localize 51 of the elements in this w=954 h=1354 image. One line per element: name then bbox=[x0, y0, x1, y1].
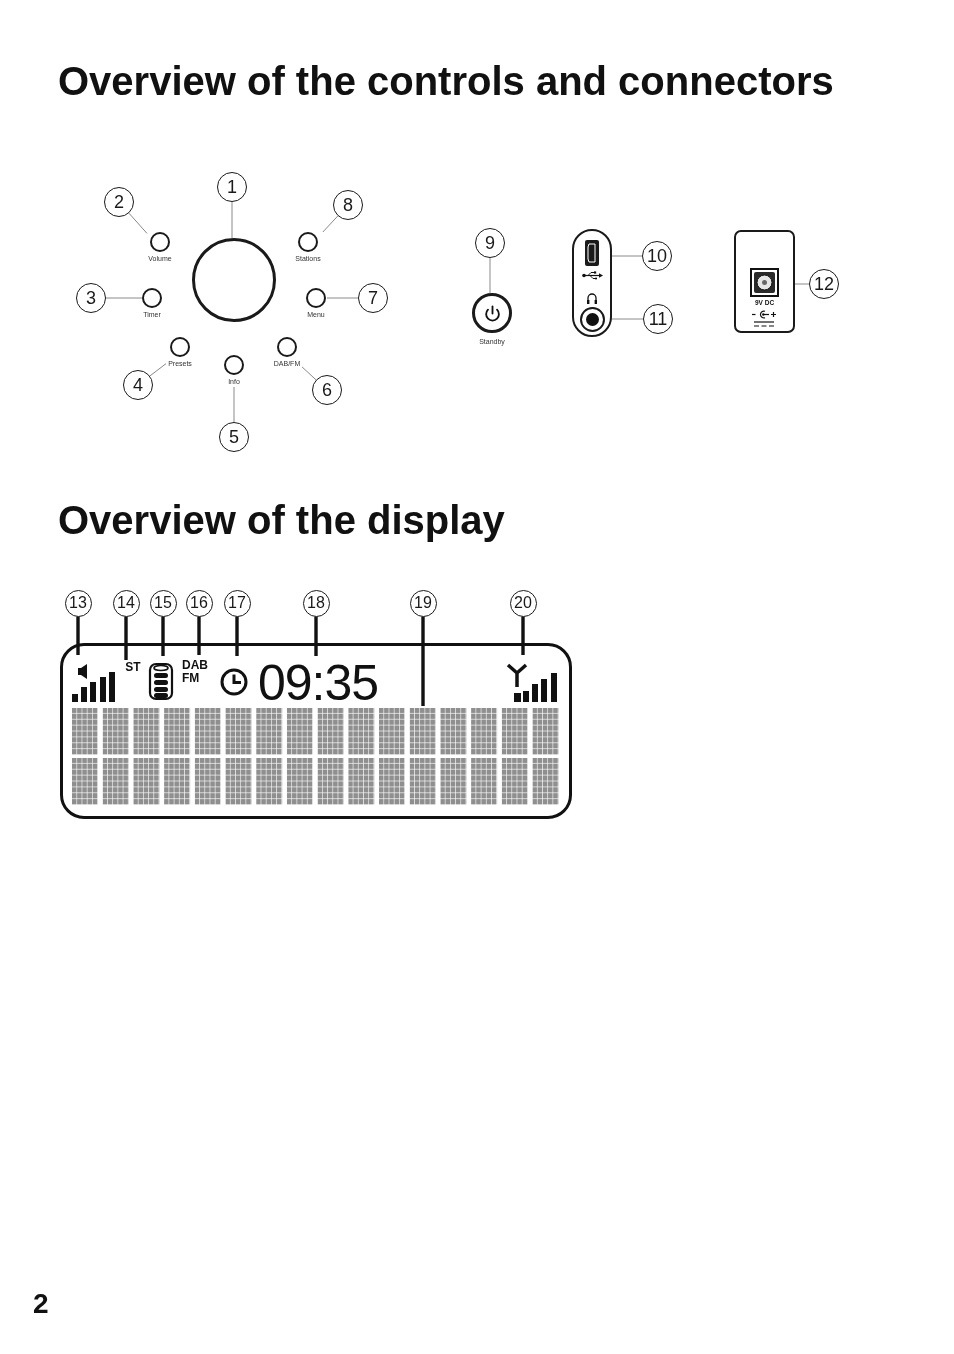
leader-line bbox=[149, 363, 167, 377]
page-title: Overview of the controls and connectors bbox=[58, 61, 834, 101]
callout-number: 3 bbox=[76, 283, 106, 313]
leader-line bbox=[76, 616, 80, 655]
callout-number: 16 bbox=[185, 589, 213, 617]
leader-line bbox=[489, 257, 491, 294]
leader-line bbox=[421, 616, 425, 706]
leader-line bbox=[124, 616, 128, 660]
leader-line bbox=[105, 297, 143, 299]
callout-number: 13 bbox=[64, 589, 92, 617]
leader-line bbox=[197, 616, 201, 655]
leader-line bbox=[235, 616, 239, 656]
callout-number: 10 bbox=[642, 241, 672, 271]
callout-number: 8 bbox=[333, 190, 363, 220]
page-number: 2 bbox=[33, 1290, 49, 1318]
connector-panel bbox=[572, 229, 612, 337]
lcd-display-frame bbox=[60, 643, 572, 819]
leader-line bbox=[231, 201, 233, 239]
callout-number: 20 bbox=[509, 589, 537, 617]
callout-number: 2 bbox=[104, 187, 134, 217]
callout-number: 19 bbox=[409, 589, 437, 617]
callout-number: 14 bbox=[112, 589, 140, 617]
leader-line bbox=[301, 366, 317, 381]
dc-power-jack bbox=[750, 268, 779, 297]
callout-number: 11 bbox=[643, 304, 673, 334]
dot-matrix-drawing bbox=[70, 706, 562, 807]
leader-line bbox=[326, 297, 359, 299]
leader-line bbox=[161, 616, 165, 656]
callout-number: 1 bbox=[217, 172, 247, 202]
callout-number: 7 bbox=[358, 283, 388, 313]
leader-line bbox=[521, 616, 525, 655]
leader-line bbox=[128, 212, 148, 234]
callout-number: 6 bbox=[312, 375, 342, 405]
leader-line bbox=[314, 616, 318, 656]
band-indicator: FM bbox=[182, 672, 200, 685]
leader-line bbox=[233, 386, 235, 423]
power-panel bbox=[734, 230, 795, 333]
leader-line bbox=[322, 215, 339, 233]
usb-port bbox=[585, 240, 599, 266]
callout-number: 4 bbox=[123, 370, 153, 400]
callout-number: 5 bbox=[219, 422, 249, 452]
callout-number: 17 bbox=[223, 589, 251, 617]
band-indicator: DAB bbox=[182, 659, 208, 672]
callout-number: 12 bbox=[809, 269, 839, 299]
section-heading: Overview of the display bbox=[58, 500, 505, 540]
callout-number: 18 bbox=[302, 589, 330, 617]
clock-digits: 09:35 bbox=[256, 661, 380, 705]
stereo-indicator: ST bbox=[122, 660, 144, 674]
callout-number: 9 bbox=[475, 228, 505, 258]
callout-number: 15 bbox=[149, 589, 177, 617]
headphone-jack bbox=[580, 307, 605, 332]
